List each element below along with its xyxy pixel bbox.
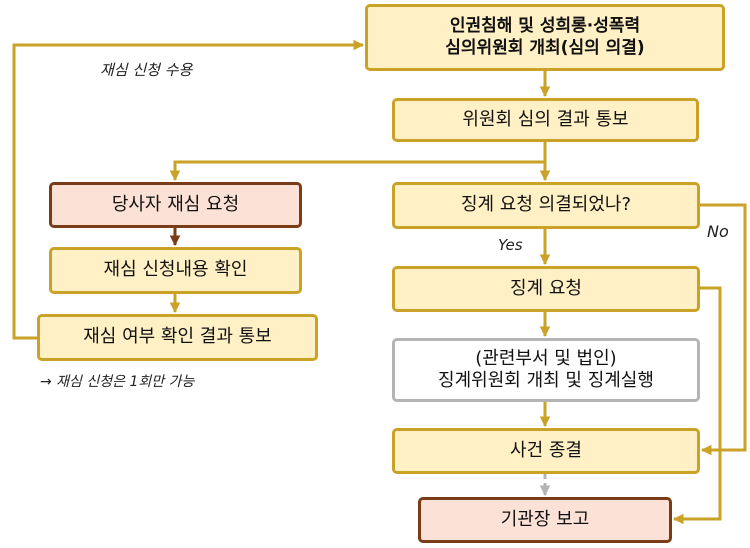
reexam-accepted-label: 재심 신청 수용 — [100, 61, 193, 79]
report-node: 기관장 보고 — [418, 497, 672, 543]
arrow-notify-to-reexam-request — [169, 160, 545, 182]
arrow-reexam-accepted-loop — [12, 39, 365, 340]
arrow-disciplinary-request-to-report — [672, 286, 722, 525]
deliberation-node: 인권침해 및 성희롱·성폭력 심의위원회 개최(심의 의결) — [365, 4, 725, 71]
reexam-result-node: 재심 여부 확인 결과 통보 — [37, 314, 318, 361]
no-label: No — [707, 222, 729, 241]
check-reexam-node: 재심 신청내용 확인 — [49, 247, 302, 294]
reexam-request-node: 당사자 재심 요청 — [49, 182, 302, 228]
disciplinary-committee-node: (관련부서 및 법인) 징계위원회 개최 및 징계실행 — [392, 338, 700, 402]
yes-label: Yes — [498, 236, 523, 254]
case-closed-node: 사건 종결 — [392, 428, 700, 474]
disciplinary-question-node: 징계 요청 의결되었나? — [392, 182, 700, 229]
reexam-once-note: → 재심 신청은 1회만 가능 — [40, 374, 195, 390]
arrow-no-to-case-closed — [700, 203, 747, 456]
notify-result-node: 위원회 심의 결과 통보 — [392, 98, 699, 142]
disciplinary-request-node: 징계 요청 — [392, 266, 700, 312]
